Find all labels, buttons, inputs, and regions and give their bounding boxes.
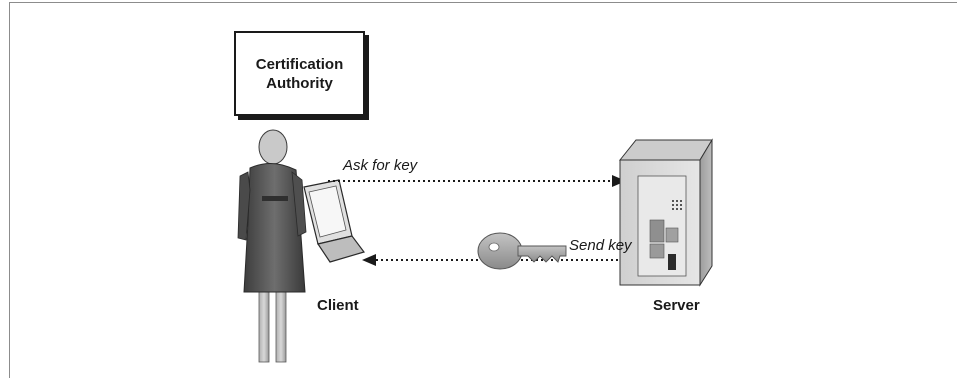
ask-for-key-label: Ask for key <box>343 157 418 174</box>
ask-for-key-arrow <box>328 175 626 187</box>
certification-authority-box: Certification Authority <box>234 31 365 116</box>
authority-label-line2: Authority <box>266 74 333 92</box>
laptop-icon <box>303 179 365 263</box>
figure-frame <box>9 2 957 378</box>
authority-label-line1: Certification <box>255 55 344 73</box>
client-person-icon <box>237 129 307 363</box>
send-key-label: Send key <box>569 237 632 254</box>
client-label: Client <box>317 297 359 314</box>
server-icon <box>618 138 713 287</box>
server-label: Server <box>653 297 700 314</box>
key-icon <box>477 232 567 270</box>
